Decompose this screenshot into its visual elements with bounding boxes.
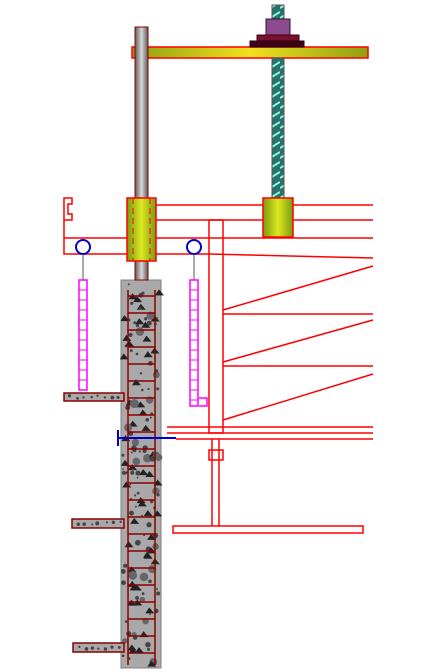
screw-rod xyxy=(271,57,285,199)
hanging-bracket-left xyxy=(78,279,88,391)
top-beam xyxy=(131,46,369,59)
hanging-bracket-right xyxy=(189,279,199,407)
concrete-wall xyxy=(119,279,164,669)
wall-anchor xyxy=(117,430,176,446)
rod-clamp-block xyxy=(126,197,157,262)
lower-platform xyxy=(172,525,364,534)
screw-tip xyxy=(271,4,285,21)
floor-slab-1 xyxy=(63,392,125,402)
rebar xyxy=(127,290,156,665)
screw-jack xyxy=(249,4,305,199)
pulley-right xyxy=(186,239,202,255)
clamp-blocks xyxy=(126,197,294,262)
screw-clamp-block xyxy=(262,197,294,238)
platform-frame xyxy=(63,197,374,526)
floor-slab-3 xyxy=(72,642,125,653)
screw-nut xyxy=(265,18,291,37)
hanging-brackets xyxy=(75,239,208,407)
nut-base-plate xyxy=(249,40,305,48)
floor-slabs xyxy=(63,392,125,653)
pulley-left xyxy=(75,239,91,255)
